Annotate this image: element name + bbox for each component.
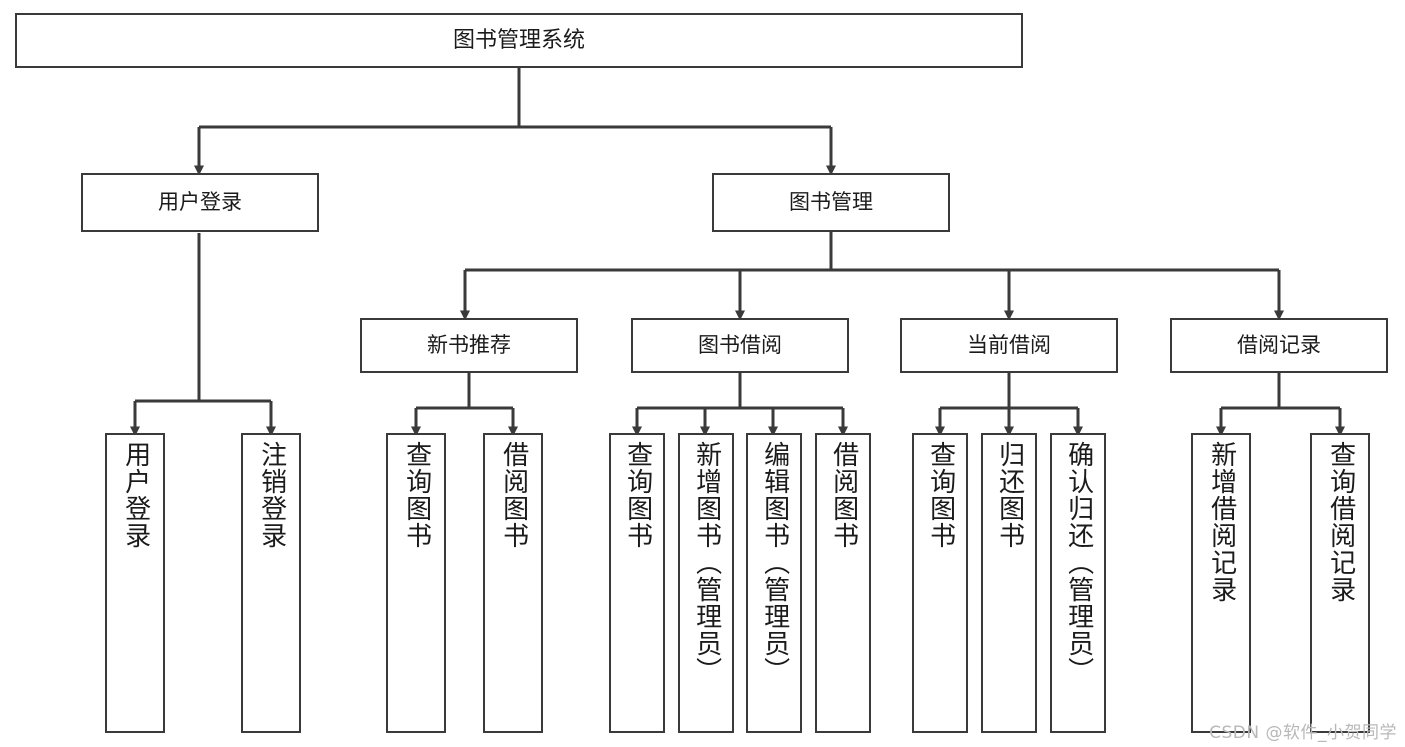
node-label: 用户登录: [158, 190, 242, 215]
node-label: 当前借阅: [967, 333, 1051, 358]
leaf-borrow-book-recommend[interactable]: 借阅图书: [483, 433, 543, 733]
leaf-logout[interactable]: 注销登录: [241, 433, 301, 733]
node-label: 查询借阅记录: [1325, 441, 1356, 603]
node-label: 用户登录: [120, 441, 151, 549]
node-group-book-borrow[interactable]: 图书借阅: [631, 318, 849, 373]
node-label: 图书管理: [789, 190, 873, 215]
leaf-confirm-return-admin[interactable]: 确认归还（管理员）: [1050, 433, 1106, 733]
node-label: 新书推荐: [427, 333, 511, 358]
leaf-query-book-borrow[interactable]: 查询图书: [609, 433, 665, 733]
node-root-system[interactable]: 图书管理系统: [15, 13, 1023, 68]
leaf-query-borrow-record[interactable]: 查询借阅记录: [1310, 433, 1370, 733]
node-label: 图书借阅: [698, 333, 782, 358]
node-book-management[interactable]: 图书管理: [712, 173, 950, 232]
leaf-query-book-current[interactable]: 查询图书: [912, 433, 968, 733]
node-label: 新增借阅记录: [1206, 441, 1237, 603]
node-label: 借阅记录: [1237, 333, 1321, 358]
node-label: 归还图书: [994, 441, 1025, 549]
node-label: 确认归还（管理员）: [1063, 441, 1094, 684]
leaf-add-borrow-record[interactable]: 新增借阅记录: [1191, 433, 1251, 733]
node-user-login[interactable]: 用户登录: [81, 173, 319, 232]
node-label: 图书管理系统: [452, 27, 585, 53]
node-label: 注销登录: [256, 441, 287, 549]
node-label: 查询图书: [401, 441, 432, 549]
leaf-return-book[interactable]: 归还图书: [981, 433, 1037, 733]
leaf-query-book-recommend[interactable]: 查询图书: [386, 433, 446, 733]
node-group-new-book-recommend[interactable]: 新书推荐: [360, 318, 578, 373]
node-label: 编辑图书（管理员）: [759, 441, 790, 684]
node-label: 查询图书: [622, 441, 653, 549]
node-group-borrow-record[interactable]: 借阅记录: [1170, 318, 1388, 373]
leaf-borrow-book[interactable]: 借阅图书: [815, 433, 871, 733]
node-label: 借阅图书: [498, 441, 529, 549]
leaf-edit-book-admin[interactable]: 编辑图书（管理员）: [746, 433, 802, 733]
node-group-current-borrow[interactable]: 当前借阅: [900, 318, 1118, 373]
leaf-add-book-admin[interactable]: 新增图书（管理员）: [678, 433, 734, 733]
node-label: 新增图书（管理员）: [691, 441, 722, 684]
node-label: 查询图书: [925, 441, 956, 549]
node-label: 借阅图书: [828, 441, 859, 549]
leaf-user-login[interactable]: 用户登录: [105, 433, 165, 733]
